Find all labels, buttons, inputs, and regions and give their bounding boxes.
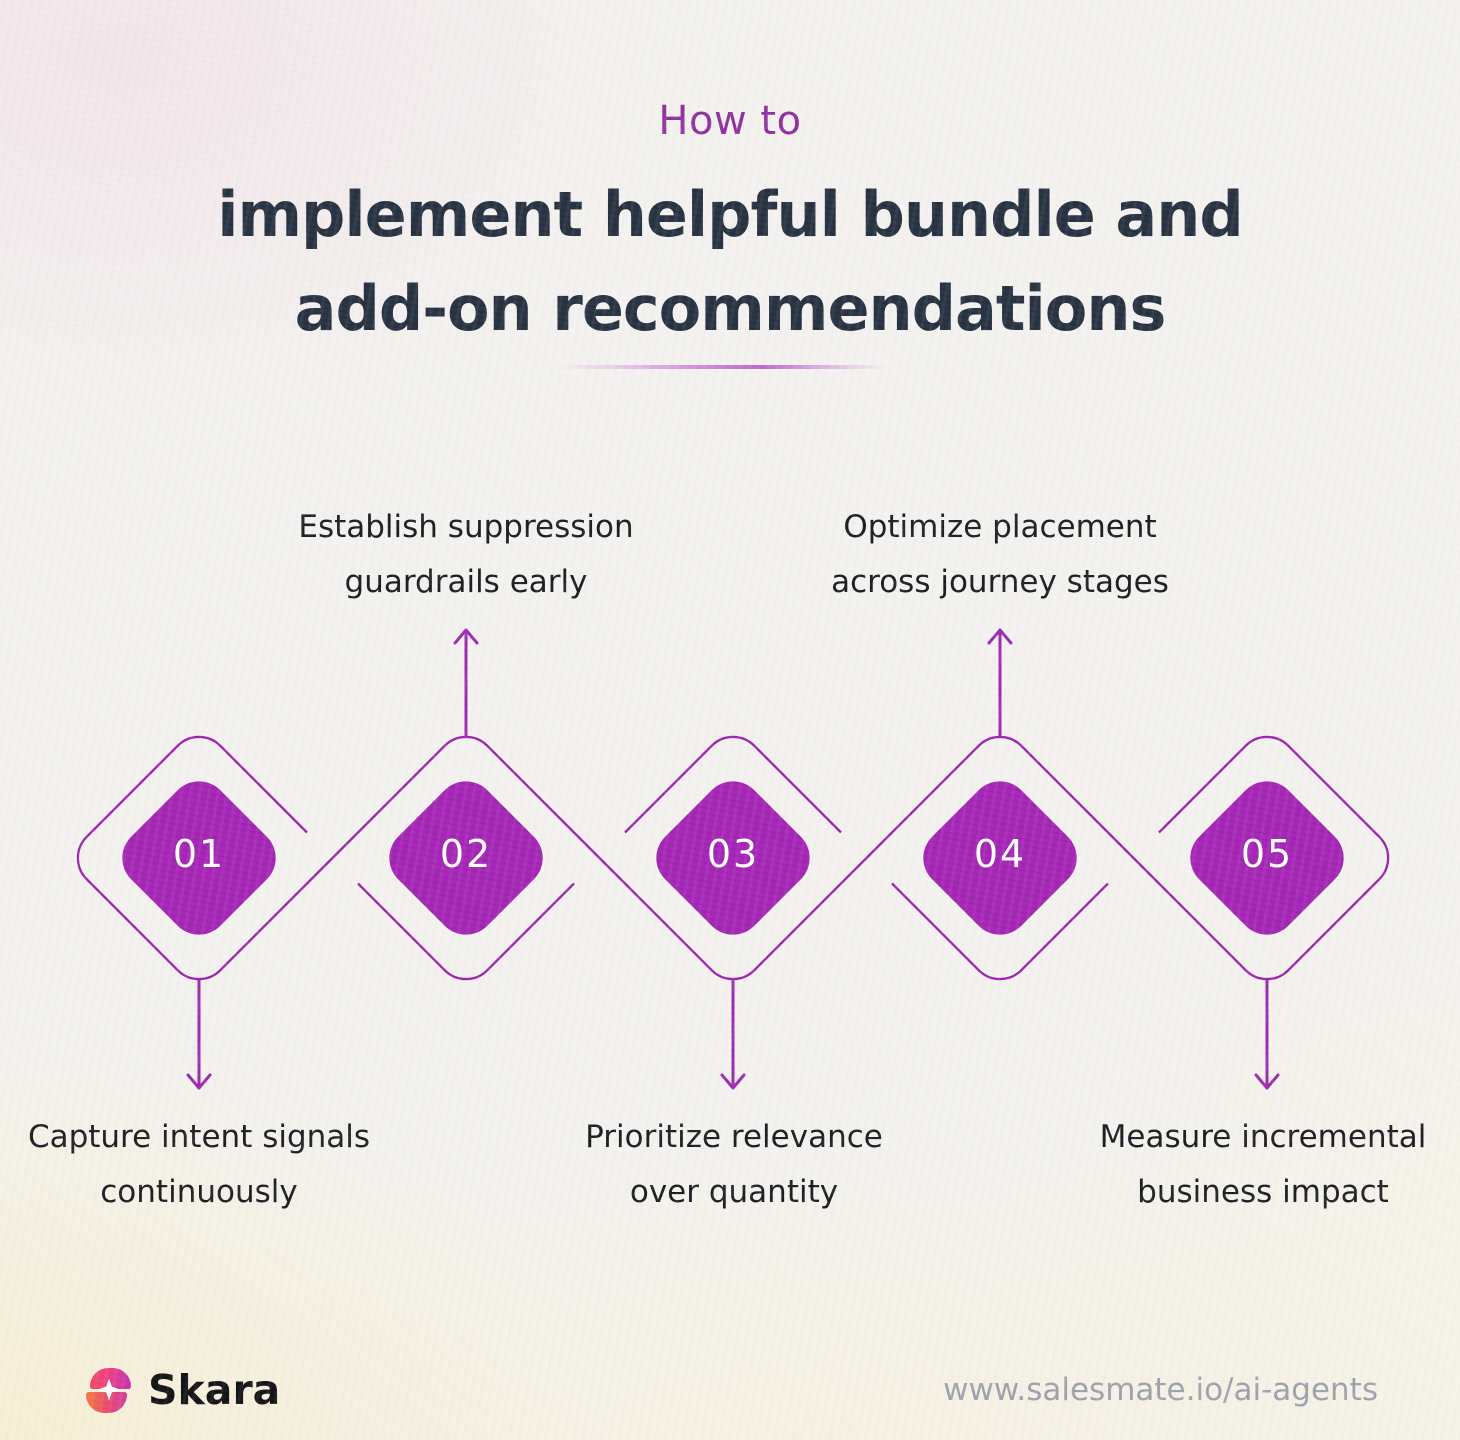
up-arrow-2 bbox=[453, 628, 479, 737]
skara-logo-icon bbox=[85, 1367, 132, 1414]
step-label-5-line1: Measure incremental bbox=[1099, 1119, 1427, 1155]
step-number-5: 05 bbox=[1240, 832, 1294, 876]
footer-url: www.salesmate.io/ai-agents bbox=[943, 1372, 1378, 1408]
outer-outline-top-5 bbox=[1158, 735, 1390, 881]
diamond-fill-3 bbox=[656, 781, 810, 935]
step-number-1: 01 bbox=[172, 832, 226, 876]
step-label-2-line1: Establish suppression bbox=[298, 509, 634, 545]
diamond-fill-4 bbox=[923, 781, 1077, 935]
step-label-3: Prioritize relevance over quantity bbox=[499, 1110, 969, 1220]
down-arrow-5 bbox=[1254, 979, 1280, 1090]
outer-outline-top-1 bbox=[85, 735, 308, 838]
step-label-2: Establish suppression guardrails early bbox=[231, 500, 701, 610]
brand-logo: Skara bbox=[85, 1366, 280, 1414]
page-title-line2: add-on recommendations bbox=[294, 272, 1167, 345]
step-label-3-line2: over quantity bbox=[629, 1174, 839, 1210]
step-label-5-line2: business impact bbox=[1137, 1174, 1389, 1210]
page-title: implement helpful bundle and add-on reco… bbox=[0, 168, 1460, 356]
step-number-4: 04 bbox=[973, 832, 1027, 876]
step-label-4: Optimize placement across journey stages bbox=[765, 500, 1235, 610]
step-label-4-line1: Optimize placement bbox=[843, 509, 1157, 545]
step-number-2: 02 bbox=[439, 832, 493, 876]
step-label-5: Measure incremental business impact bbox=[1028, 1110, 1460, 1220]
step-number-3: 03 bbox=[706, 832, 760, 876]
step-label-2-line2: guardrails early bbox=[344, 564, 588, 600]
up-arrow-4 bbox=[987, 628, 1013, 737]
diamond-fill-2 bbox=[389, 781, 543, 935]
step-label-1: Capture intent signals continuously bbox=[0, 1110, 434, 1220]
down-arrow-1 bbox=[186, 979, 212, 1090]
outer-outline-top-2 bbox=[331, 735, 601, 859]
step-label-1-line1: Capture intent signals bbox=[27, 1119, 371, 1155]
step-label-1-line2: continuously bbox=[100, 1174, 298, 1210]
page-title-line1: implement helpful bundle and bbox=[217, 178, 1244, 251]
step-label-4-line2: across journey stages bbox=[831, 564, 1169, 600]
diamond-fill-5 bbox=[1190, 781, 1344, 935]
outer-outline-top-4 bbox=[865, 735, 1135, 859]
outer-outline-bottom-1 bbox=[76, 835, 334, 981]
title-divider bbox=[556, 365, 886, 369]
diamond-fill-1 bbox=[122, 781, 276, 935]
step-label-3-line1: Prioritize relevance bbox=[585, 1119, 883, 1155]
kicker-how-to: How to bbox=[658, 98, 802, 144]
outer-outline-bottom-3 bbox=[598, 857, 868, 981]
down-arrow-3 bbox=[720, 979, 746, 1090]
brand-name: Skara bbox=[148, 1366, 281, 1414]
outer-outline-bottom-4 bbox=[891, 882, 1109, 981]
outer-outline-top-3 bbox=[624, 735, 842, 834]
outer-outline-bottom-5 bbox=[1132, 857, 1381, 981]
outer-outline-bottom-2 bbox=[357, 882, 575, 981]
